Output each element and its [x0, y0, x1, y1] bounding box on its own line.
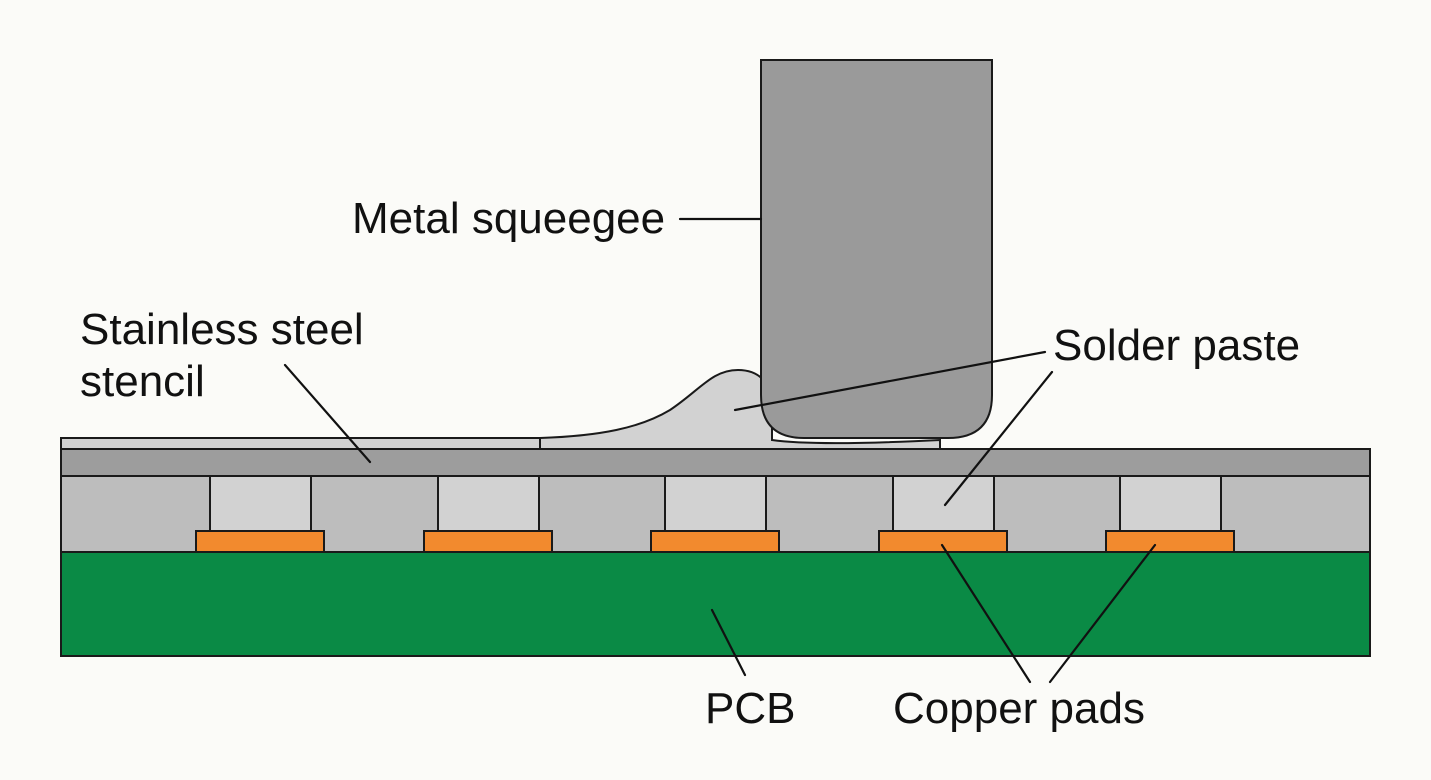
aperture-paste: [437, 475, 540, 533]
copper-pad: [195, 530, 325, 553]
leader-pad-2: [1048, 543, 1157, 684]
label-copper-pads: Copper pads: [893, 684, 1145, 733]
copper-pad: [1105, 530, 1235, 553]
aperture-paste: [209, 475, 312, 533]
leader-paste-aperture: [943, 370, 1054, 507]
copper-pad-group: [195, 530, 1235, 553]
leader-pad-1: [940, 543, 1032, 684]
copper-pad: [423, 530, 553, 553]
leader-paste-bead: [733, 350, 1047, 412]
copper-pad: [878, 530, 1008, 553]
aperture-paste: [664, 475, 767, 533]
leader-lines: [283, 217, 1157, 684]
label-solder-paste: Solder paste: [1053, 321, 1300, 370]
stainless-steel-stencil: [60, 448, 1371, 477]
label-stencil-line2: stencil: [80, 357, 205, 406]
leader-pcb: [710, 608, 747, 677]
label-stencil-line1: Stainless steel: [80, 305, 364, 354]
copper-pad: [650, 530, 780, 553]
aperture-paste: [1119, 475, 1222, 533]
aperture-paste: [892, 475, 995, 533]
label-metal-squeegee: Metal squeegee: [352, 194, 665, 243]
label-pcb: PCB: [705, 684, 795, 733]
metal-squeegee: [760, 59, 993, 439]
leader-stencil: [283, 363, 372, 464]
pcb-board: [60, 550, 1371, 657]
